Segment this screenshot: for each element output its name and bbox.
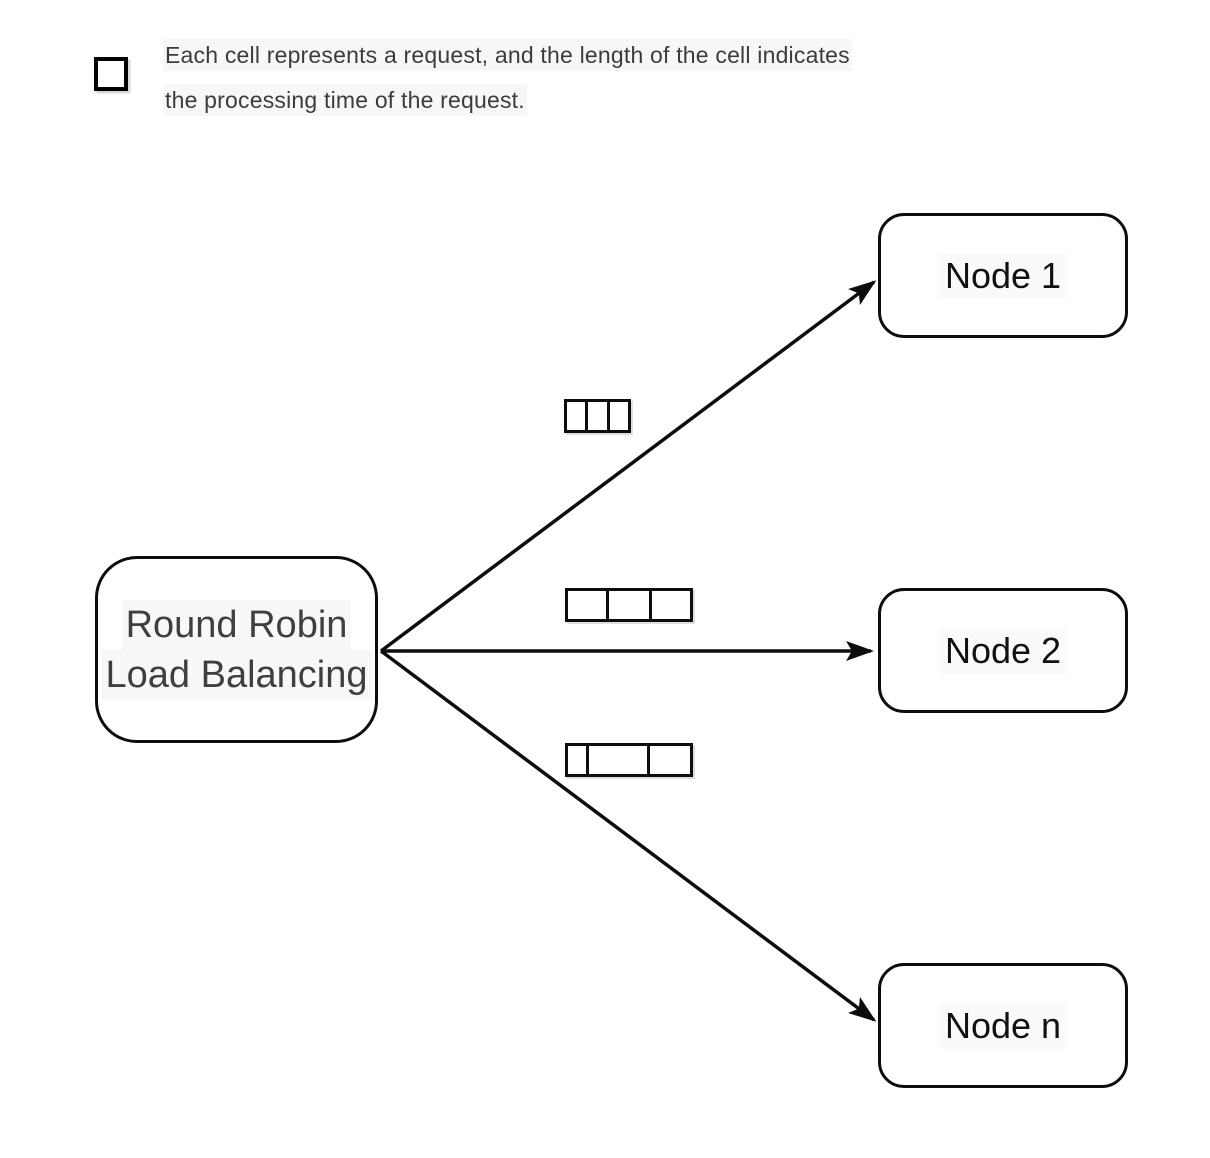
legend-caption-line1-text: Each cell represents a request, and the … (163, 39, 852, 71)
request-cell (567, 402, 589, 430)
load-balancer-label-line2: Load Balancing (101, 649, 372, 700)
node-label: Node 1 (938, 252, 1068, 299)
request-cell (568, 746, 590, 774)
request-cell (609, 402, 628, 430)
request-cell-icon (94, 57, 128, 91)
load-balancer-label-line1: Round Robin (121, 599, 352, 650)
request-queue (565, 743, 693, 777)
node-box: Node 1 (878, 213, 1128, 338)
node-box: Node n (878, 963, 1128, 1088)
request-cell (609, 591, 652, 619)
legend-caption: Each cell represents a request, and the … (163, 33, 852, 123)
legend-caption-line2-text: the processing time of the request. (163, 84, 527, 116)
node-label: Node 2 (938, 627, 1068, 674)
legend-caption-line1: Each cell represents a request, and the … (163, 33, 852, 78)
request-cell (649, 746, 690, 774)
node-label: Node n (938, 1002, 1068, 1049)
request-arrow (379, 649, 877, 1022)
request-cell (588, 402, 610, 430)
node-box: Node 2 (878, 588, 1128, 713)
request-cell (568, 591, 610, 619)
load-balancer-box: Round Robin Load Balancing (95, 556, 378, 743)
request-queue (564, 399, 631, 433)
request-cell (651, 591, 690, 619)
request-queue (565, 588, 693, 622)
request-cell (589, 746, 650, 774)
legend-caption-line2: the processing time of the request. (163, 78, 852, 123)
